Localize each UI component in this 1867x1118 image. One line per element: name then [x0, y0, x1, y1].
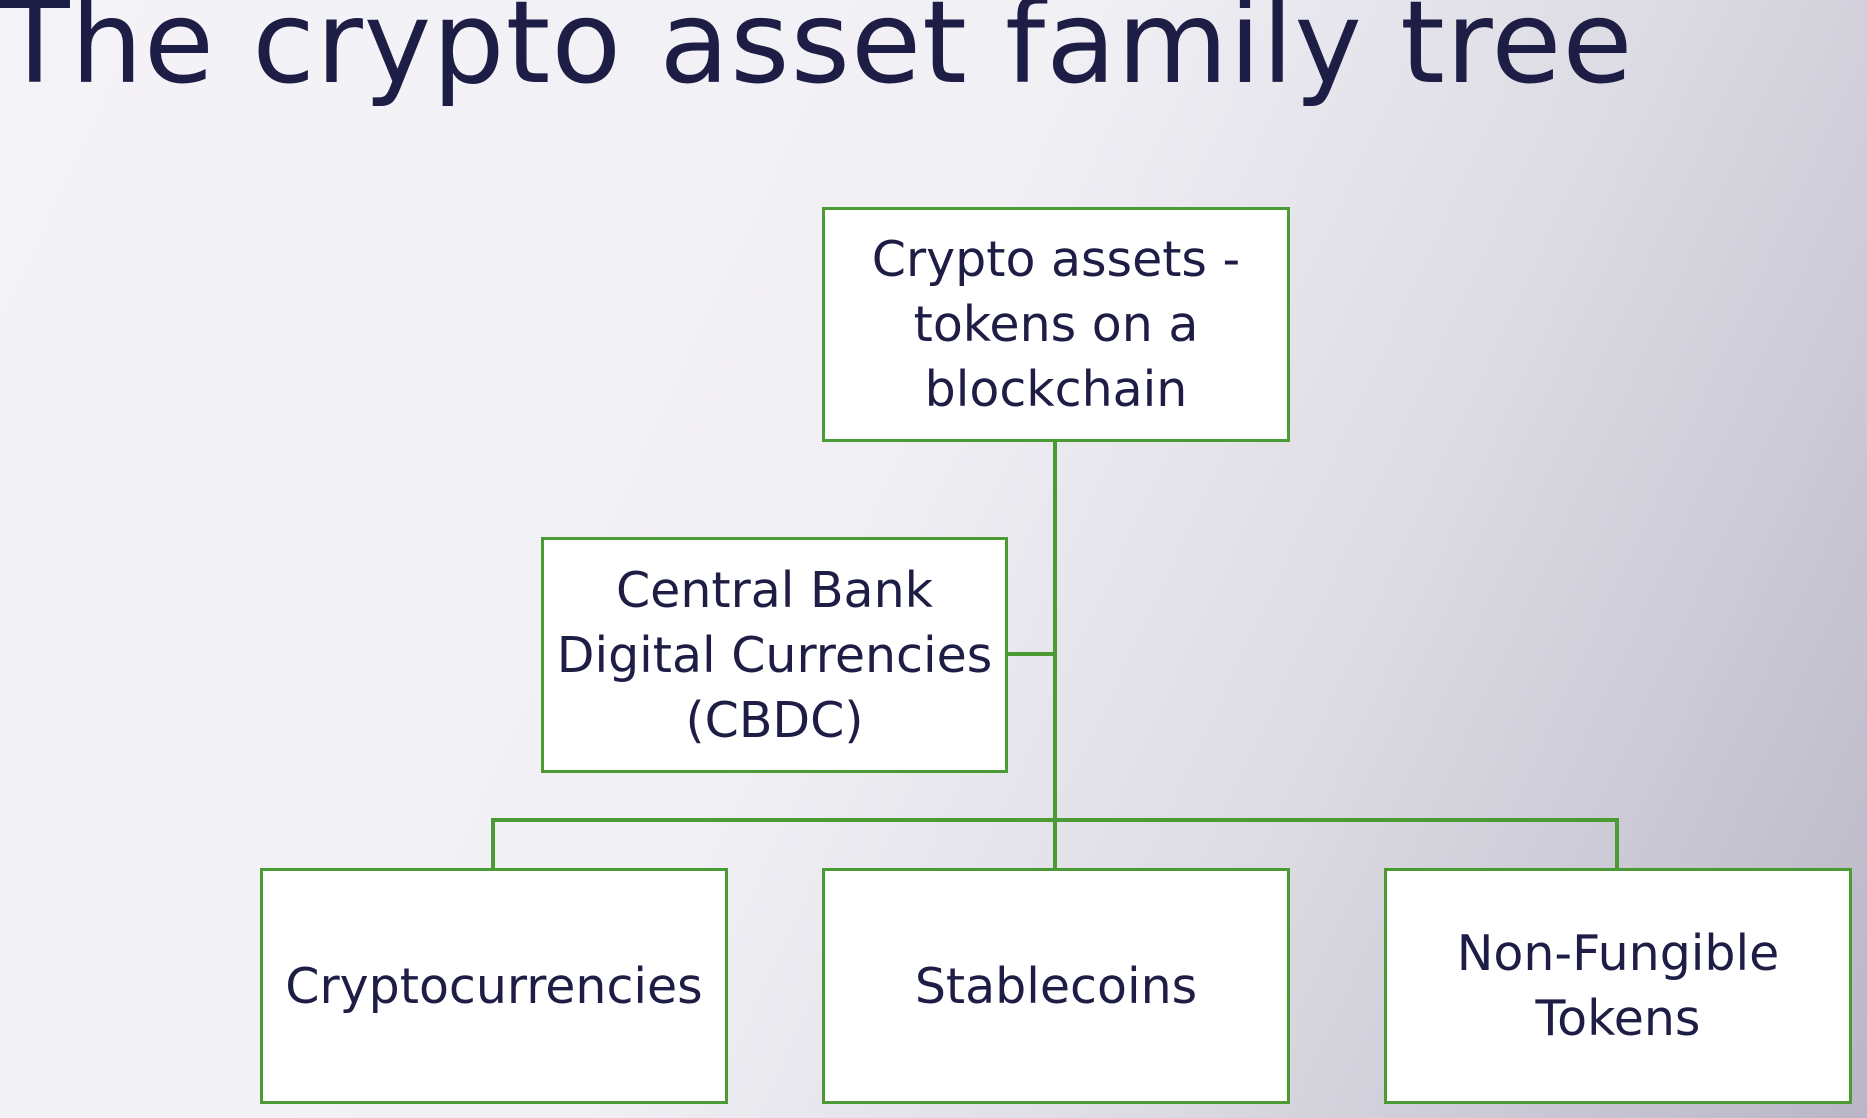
- node-label: Crypto assets - tokens on a blockchain: [871, 231, 1241, 418]
- slide-title: The crypto asset family tree: [0, 0, 1634, 109]
- connector-nft: [1615, 818, 1619, 870]
- node-label: Central Bank Digital Currencies (CBDC): [556, 561, 993, 749]
- connector-cryptocurrencies: [491, 818, 495, 870]
- node-label: Cryptocurrencies: [285, 957, 703, 1015]
- node-cbdc: Central Bank Digital Currencies (CBDC): [541, 537, 1008, 773]
- connector-cbdc: [1005, 652, 1055, 656]
- node-cryptocurrencies: Cryptocurrencies: [260, 868, 728, 1104]
- connector-root-trunk: [1053, 440, 1057, 870]
- node-label: Stablecoins: [914, 957, 1198, 1015]
- node-label: Non-Fungible Tokens: [1456, 925, 1780, 1047]
- node-non-fungible-tokens: Non-Fungible Tokens: [1384, 868, 1852, 1104]
- node-crypto-assets: Crypto assets - tokens on a blockchain: [822, 207, 1290, 442]
- node-stablecoins: Stablecoins: [822, 868, 1290, 1104]
- connector-children-bar: [491, 818, 1619, 822]
